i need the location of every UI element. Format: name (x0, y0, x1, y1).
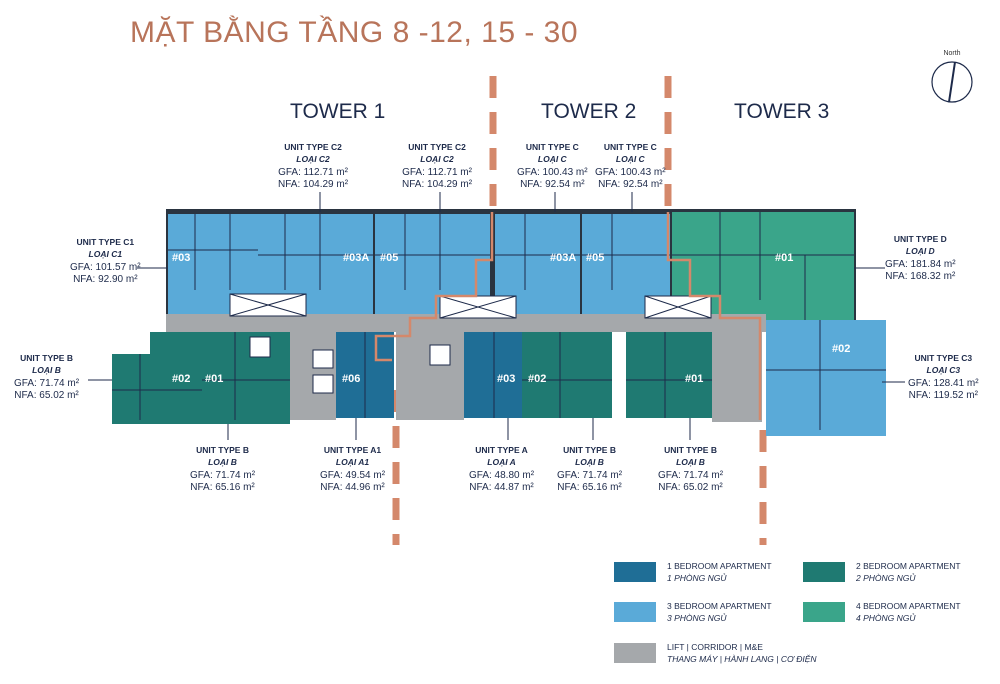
lower-walls (112, 320, 886, 430)
lift-4 (429, 344, 451, 366)
lower-core-right (712, 332, 762, 422)
unit-01-tower1 (202, 332, 290, 424)
north-compass: North (927, 50, 977, 108)
corridor (166, 314, 766, 332)
unit-02-tower2 (522, 332, 612, 418)
unit-number: #05 (586, 252, 604, 264)
lift-2 (312, 374, 334, 394)
unit-number: #01 (685, 373, 703, 385)
tower-boundary-path (374, 212, 494, 362)
unit-02-tower1-top (150, 332, 202, 356)
leader-lines (88, 192, 905, 440)
unit-number: #01 (775, 252, 793, 264)
unit-number: #03 (497, 373, 515, 385)
unit-number: #02 (832, 343, 850, 355)
legend-swatch-2bed (803, 562, 845, 582)
tower-3-label: TOWER 3 (734, 100, 830, 123)
unit-number: #03 (172, 252, 190, 264)
upper-walls (168, 212, 854, 320)
tower-dividers (392, 76, 767, 545)
page-title: MẶT BẰNG TẦNG 8 -12, 15 - 30 (130, 16, 579, 49)
lift-1 (312, 349, 334, 369)
unit-01-tower2 (626, 332, 712, 418)
unit-03-tower2 (464, 332, 522, 418)
unit-02-tower1 (112, 354, 202, 424)
unit-number: #03A (343, 252, 369, 264)
unit-number: #02 (172, 373, 190, 385)
compass-icon (931, 61, 973, 103)
unit-number: #03A (550, 252, 576, 264)
unit-number: #05 (380, 252, 398, 264)
tower-2-label: TOWER 2 (541, 100, 637, 123)
tower-1-label: TOWER 1 (290, 100, 386, 123)
north-label: North (943, 50, 961, 57)
unit-number: #01 (205, 373, 223, 385)
unit-number: #06 (342, 373, 360, 385)
legend-swatch-1bed (614, 562, 656, 582)
tower-boundary-path-2 (666, 212, 762, 420)
legend-swatch-4bed (803, 602, 845, 622)
unit-02-tower3-tail (810, 400, 886, 436)
lift-3 (249, 336, 271, 358)
legend-swatch-3bed (614, 602, 656, 622)
unit-number: #02 (528, 373, 546, 385)
legend-swatch-core (614, 643, 656, 663)
